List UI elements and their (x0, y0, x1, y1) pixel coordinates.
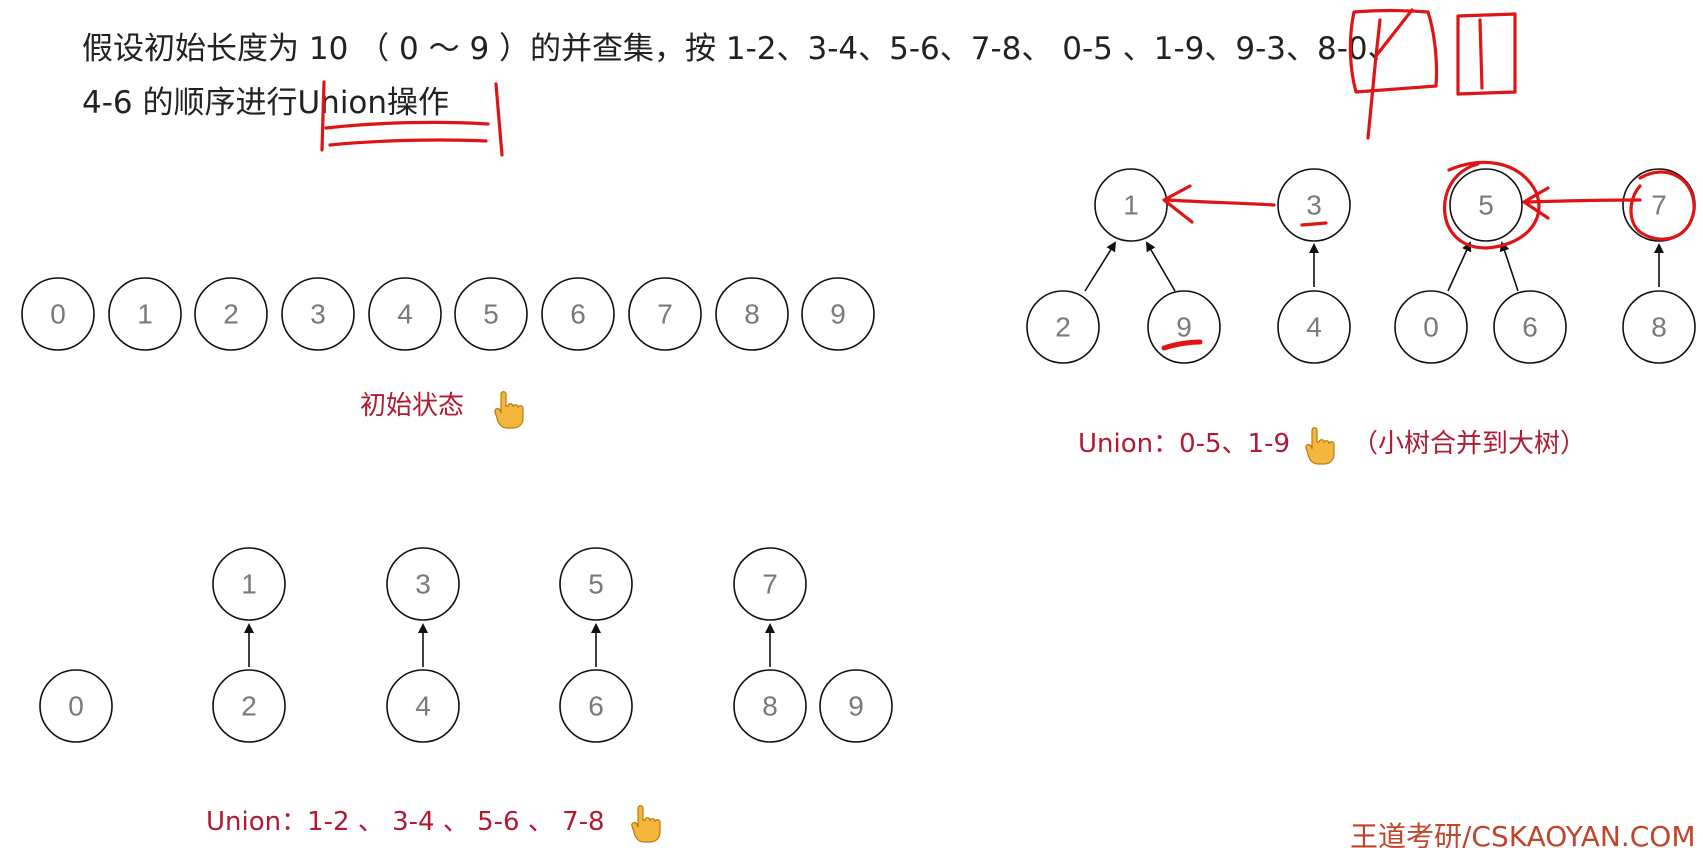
svg-text:1: 1 (1123, 190, 1139, 221)
svg-text:5: 5 (1478, 190, 1494, 221)
svg-text:1: 1 (241, 569, 257, 600)
node-4: 4 (368, 277, 442, 351)
caption-step1: Union：1-2 、 3-4 、 5-6 、 7-8 (206, 807, 605, 837)
node-8: 8 (733, 669, 807, 743)
ink-circle-5 (1442, 160, 1541, 250)
node-9: 9 (801, 277, 875, 351)
caption-initial: 初始状态 (360, 391, 464, 421)
svg-text:8: 8 (744, 299, 760, 330)
edge-6-5 (1499, 241, 1519, 292)
svg-text:6: 6 (588, 691, 604, 722)
svg-text:4: 4 (415, 691, 431, 722)
svg-text:2: 2 (1055, 312, 1071, 343)
node-3: 3 (386, 547, 460, 621)
node-9: 9 (819, 669, 893, 743)
ink-box-8-0 (1456, 12, 1517, 96)
watermark: 王道考研/CSKAOYAN.COM (1350, 820, 1695, 848)
handwritten-annotations (320, 8, 1696, 351)
caption-step2: Union：0-5、1-9 (1078, 429, 1290, 459)
svg-text:5: 5 (483, 299, 499, 330)
ink-underline-9 (1161, 339, 1203, 351)
svg-text:2: 2 (223, 299, 239, 330)
node-0: 0 (39, 669, 113, 743)
initial-state-diagram: 0 1 2 3 4 5 6 7 8 9 (21, 277, 875, 351)
svg-text:9: 9 (848, 691, 864, 722)
ink-box-union (320, 80, 326, 152)
svg-text:4: 4 (1306, 312, 1322, 343)
node-0: 0 (21, 277, 95, 351)
node-3: 3 (1277, 168, 1351, 242)
svg-text:8: 8 (762, 691, 778, 722)
svg-text:3: 3 (310, 299, 326, 330)
ink-circle-7 (1629, 170, 1696, 241)
svg-text:3: 3 (415, 569, 431, 600)
node-4: 4 (1277, 290, 1351, 364)
node-2: 2 (212, 669, 286, 743)
svg-text:6: 6 (570, 299, 586, 330)
svg-text:9: 9 (1176, 312, 1192, 343)
pointing-hand-icon (1305, 427, 1335, 465)
node-3: 3 (281, 277, 355, 351)
node-2: 2 (194, 277, 268, 351)
node-5: 5 (559, 547, 633, 621)
problem-line-1: 假设初始长度为 10 （ 0 ～ 9 ）的并查集，按 1-2、3-4、5-6、7… (82, 31, 1399, 67)
problem-statement: 假设初始长度为 10 （ 0 ～ 9 ）的并查集，按 1-2、3-4、5-6、7… (82, 22, 1502, 130)
node-5: 5 (1449, 168, 1523, 242)
svg-text:4: 4 (397, 299, 413, 330)
node-1: 1 (1094, 168, 1168, 242)
svg-text:8: 8 (1651, 312, 1667, 343)
node-7: 7 (733, 547, 807, 621)
svg-text:7: 7 (1651, 190, 1667, 221)
edge-0-5 (1447, 241, 1472, 292)
node-6: 6 (559, 669, 633, 743)
node-5: 5 (454, 277, 528, 351)
edge-9-1 (1145, 241, 1176, 292)
svg-text:7: 7 (657, 299, 673, 330)
node-7: 7 (628, 277, 702, 351)
node-6: 6 (541, 277, 615, 351)
problem-line-2: 4-6 的顺序进行Union操作 (82, 85, 450, 121)
step2-diagram: 1 3 5 7 2 9 4 0 6 8 (1026, 168, 1696, 364)
svg-text:0: 0 (1423, 312, 1439, 343)
svg-text:9: 9 (830, 299, 846, 330)
ink-box-9-3 (1348, 8, 1439, 94)
step1-diagram: 0 1 2 3 4 5 6 7 8 9 (39, 547, 893, 743)
ink-arrow-7-to-5 (1526, 198, 1642, 204)
svg-text:3: 3 (1306, 190, 1322, 221)
node-6: 6 (1493, 290, 1567, 364)
node-1: 1 (108, 277, 182, 351)
svg-text:0: 0 (68, 691, 84, 722)
pointing-hand-icon (494, 391, 524, 429)
svg-text:6: 6 (1522, 312, 1538, 343)
node-4: 4 (386, 669, 460, 743)
node-1: 1 (212, 547, 286, 621)
node-0: 0 (1394, 290, 1468, 364)
node-2: 2 (1026, 290, 1100, 364)
svg-text:7: 7 (762, 569, 778, 600)
node-9: 9 (1147, 290, 1221, 364)
svg-text:2: 2 (241, 691, 257, 722)
svg-text:5: 5 (588, 569, 604, 600)
node-8: 8 (715, 277, 789, 351)
ink-arrow-3-to-1 (1166, 198, 1276, 207)
node-8: 8 (1622, 290, 1696, 364)
caption-step2-note: （小树合并到大树） (1352, 429, 1586, 459)
svg-text:0: 0 (50, 299, 66, 330)
edge-2-1 (1084, 241, 1117, 292)
svg-text:1: 1 (137, 299, 153, 330)
pointing-hand-icon (631, 805, 661, 843)
